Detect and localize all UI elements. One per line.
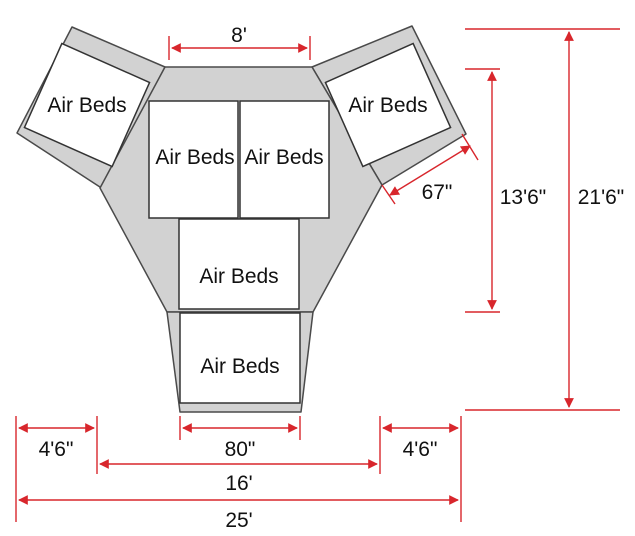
bed-middle: Air Beds <box>178 218 300 310</box>
bed-center-right: Air Beds <box>239 100 330 219</box>
dim-right-height-total: 21'6" <box>465 28 625 411</box>
bed-label: Air Beds <box>155 146 234 169</box>
bed-bottom: Air Beds <box>179 312 301 404</box>
dim-right-wing: 67" <box>381 133 479 205</box>
dim-right-height-total-label: 21'6" <box>578 186 625 209</box>
dim-total-width: 25' <box>18 495 459 532</box>
dim-total-width-label: 25' <box>225 509 252 532</box>
bed-label: Air Beds <box>199 265 278 288</box>
dim-bottom-left-offset: 4'6" <box>15 416 98 522</box>
dim-middle-span: 16' <box>99 459 378 495</box>
bed-left-wing: Air Beds <box>23 42 151 168</box>
dim-right-height-inner-label: 13'6" <box>500 186 547 209</box>
air-beds: Air Beds Air Beds Air Beds Air Beds Air … <box>23 42 452 404</box>
bed-label: Air Beds <box>244 146 323 169</box>
dim-bottom-right-offset-label: 4'6" <box>403 438 438 461</box>
dim-top-width: 8' <box>168 24 311 60</box>
dim-bottom-section-width-label: 80" <box>225 438 256 461</box>
dim-bottom-left-offset-label: 4'6" <box>39 438 74 461</box>
dim-middle-span-label: 16' <box>225 472 252 495</box>
bed-label: Air Beds <box>200 355 279 378</box>
dim-right-wing-label: 67" <box>422 181 453 204</box>
dim-bottom-section-width: 80" <box>179 416 301 461</box>
bed-label: Air Beds <box>348 94 427 117</box>
dimension-lines: 8' 67" 13'6" 21'6" 4'6" <box>15 24 625 532</box>
dim-top-width-label: 8' <box>231 24 247 47</box>
dim-bottom-right-offset: 4'6" <box>379 416 462 522</box>
bed-center-left: Air Beds <box>148 100 239 219</box>
dim-right-height-inner: 13'6" <box>465 68 547 313</box>
bed-label: Air Beds <box>47 94 126 117</box>
